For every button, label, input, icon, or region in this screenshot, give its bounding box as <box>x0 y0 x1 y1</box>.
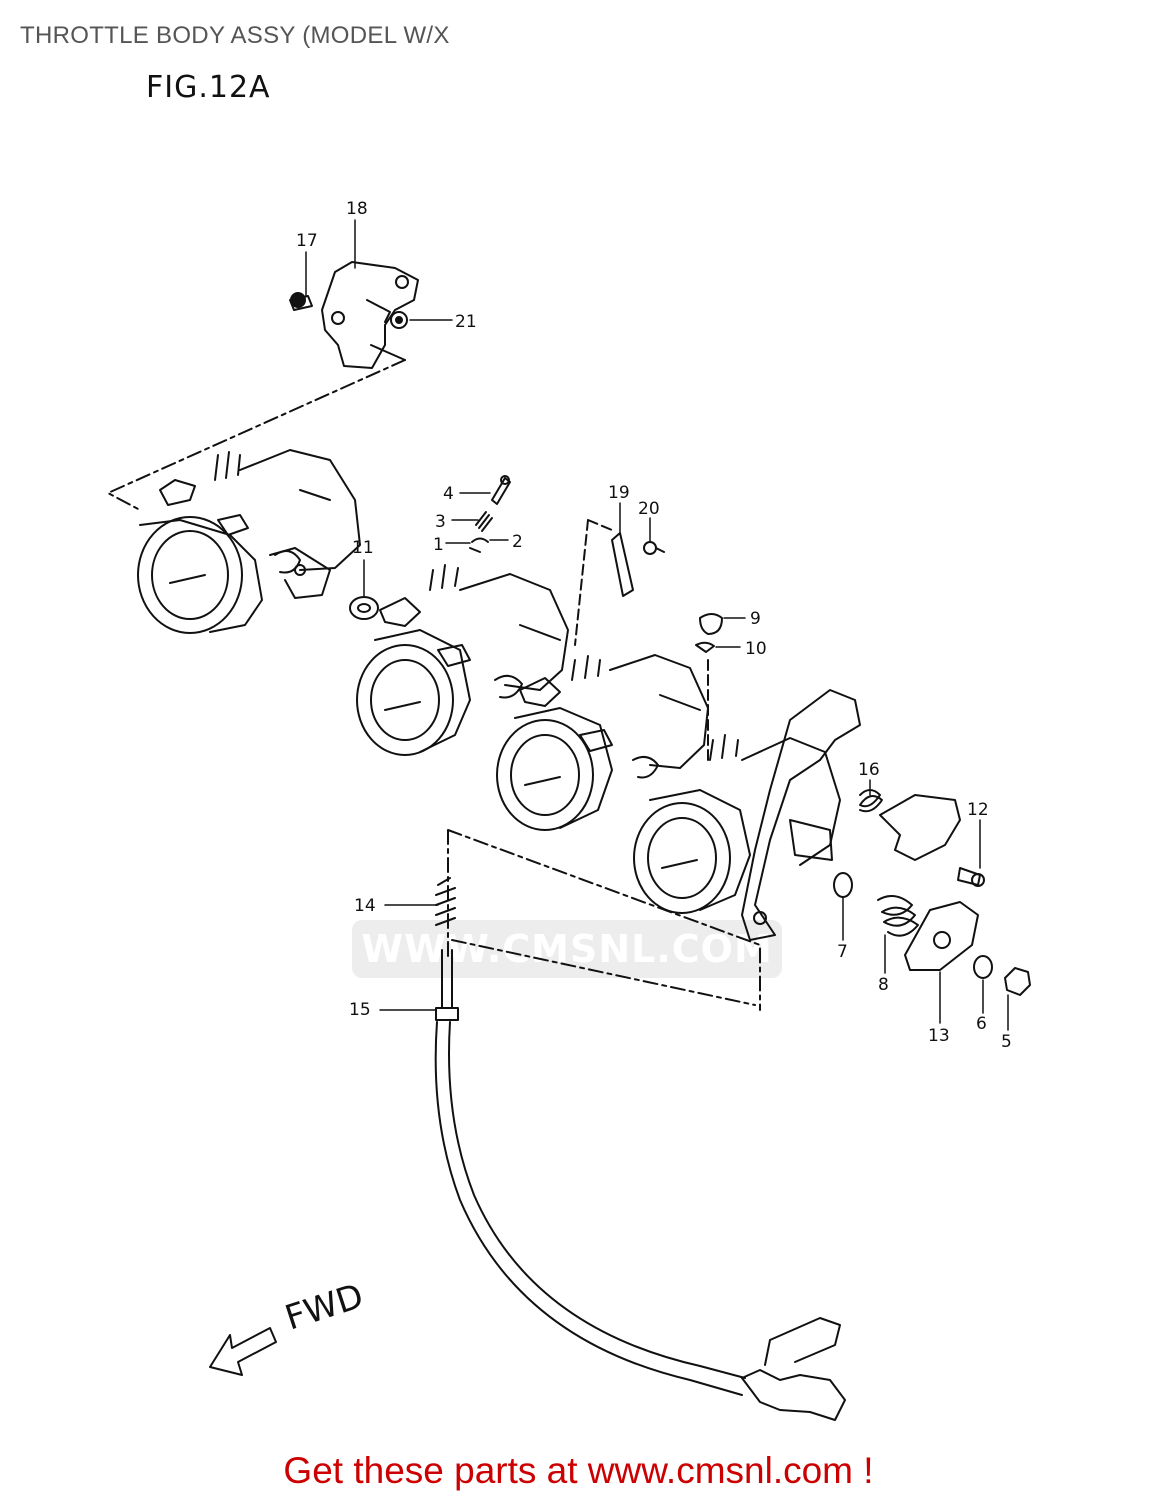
callout-21: 21 <box>455 312 477 332</box>
callout-4: 4 <box>443 484 454 504</box>
callout-3: 3 <box>435 512 446 532</box>
callout-1: 1 <box>433 535 444 555</box>
throttle-body-3 <box>496 654 709 831</box>
page-title: THROTTLE BODY ASSY (MODEL W/X <box>20 22 450 49</box>
callout-12: 12 <box>967 800 989 820</box>
footer-cta[interactable]: Get these parts at www.cmsnl.com ! <box>283 1450 874 1491</box>
throttle-body-1 <box>137 449 361 634</box>
callout-10: 10 <box>745 639 767 659</box>
callout-7: 7 <box>837 942 848 962</box>
callout-20: 20 <box>638 499 660 519</box>
callout-5: 5 <box>1001 1032 1012 1052</box>
figure-label: FIG.12A <box>146 70 271 105</box>
callout-6: 6 <box>976 1014 987 1034</box>
callout-19: 19 <box>608 483 630 503</box>
throttle-sensor-assembly <box>289 261 419 369</box>
callout-13: 13 <box>928 1026 950 1046</box>
callout-8: 8 <box>878 975 889 995</box>
forward-arrow-icon <box>209 1327 277 1376</box>
idle-screw-parts <box>469 475 511 553</box>
callout-14: 14 <box>354 896 376 916</box>
callout-11: 11 <box>352 538 374 558</box>
callout-18: 18 <box>346 199 368 219</box>
part-callouts: 18 17 21 4 3 1 2 19 20 9 10 11 16 12 7 8… <box>296 199 1012 1052</box>
watermark: WWW.CMSNL.COM <box>352 920 782 978</box>
callout-15: 15 <box>349 1000 371 1020</box>
throttle-body-4 <box>633 689 861 941</box>
fwd-label: FWD <box>280 1276 368 1339</box>
callout-17: 17 <box>296 231 318 251</box>
throttle-body-2 <box>356 564 569 756</box>
callout-9: 9 <box>750 609 761 629</box>
callout-16: 16 <box>858 760 880 780</box>
callout-2: 2 <box>512 532 523 552</box>
